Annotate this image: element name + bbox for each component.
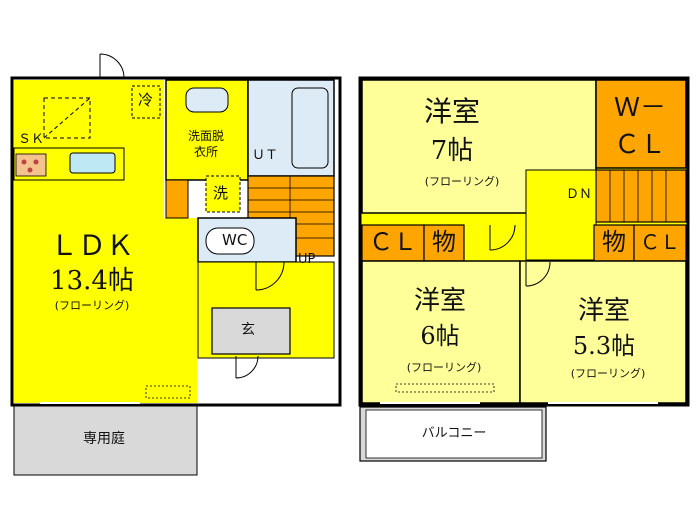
wcl-label-line2: ＣＬ — [613, 130, 667, 160]
wcl-label-line1: Ｗ－ — [613, 93, 667, 123]
bedroom-left-name: 洋室 — [413, 286, 467, 316]
walk-in-closet — [595, 79, 687, 169]
closet-mono-2-label: 物 — [602, 228, 626, 256]
ldk-dashed-storage — [43, 97, 91, 139]
ldk-room-lower — [164, 218, 197, 403]
closet-cl-1-label: ＣＬ — [369, 228, 417, 256]
refrigerator-label: 冷 — [138, 91, 154, 109]
bedroom-left-door — [489, 224, 516, 251]
burner-1 — [21, 159, 27, 165]
closet-cl-2 — [633, 224, 687, 262]
ldk-top-door — [99, 53, 125, 79]
kitchen-sink — [69, 152, 116, 174]
ldk-floor: (フローリング) — [54, 299, 130, 312]
closet-mono-1-label: 物 — [432, 228, 456, 256]
bedroom-left — [361, 260, 521, 404]
floor2-stair-treads — [609, 170, 667, 222]
stairs-down-label: ＤＮ — [566, 187, 593, 202]
private-yard — [13, 404, 198, 476]
toilet-bowl — [205, 227, 255, 255]
bedroom-main-floor: (フローリング) — [424, 175, 500, 188]
yard-label: 専用庭 — [83, 431, 125, 447]
stairs-up-label: UP — [298, 252, 316, 267]
ldk-room — [14, 80, 164, 403]
entrance-door — [235, 355, 259, 379]
entrance — [211, 307, 291, 355]
ldk-size: 13.4帖 — [50, 266, 134, 296]
stove-cell — [15, 153, 47, 177]
bedroom-right-door — [525, 261, 551, 287]
floor1-storage-1 — [165, 179, 189, 219]
bedroom-main-size: 7帖 — [430, 136, 474, 166]
floor2-staircase — [595, 169, 687, 223]
bedroom-right-name: 洋室 — [577, 296, 631, 326]
sink-label: ＳＫ — [18, 132, 45, 147]
balcony-label: バルコニー — [421, 426, 487, 441]
ldk-floor-vent — [145, 385, 191, 399]
floor2-hall — [525, 169, 597, 261]
burner-3 — [27, 167, 33, 173]
bedroom-right-size: 5.3帖 — [572, 332, 636, 360]
washer-label: 洗 — [213, 184, 229, 202]
bedroom-left-vent — [395, 383, 495, 393]
toilet-label: WC — [222, 231, 248, 249]
wash-basin — [185, 87, 229, 113]
entrance-label: 玄 — [241, 322, 255, 338]
bedroom-right-floor: (フローリング) — [570, 367, 646, 380]
closet-cl-2-label: ＣＬ — [640, 230, 680, 254]
hall-door — [255, 261, 285, 291]
balcony-inner — [365, 409, 543, 459]
bedroom-left-size: 6帖 — [420, 322, 460, 350]
bath-label: ＵＴ — [252, 148, 279, 163]
washer-space — [205, 175, 241, 213]
ldk-dashed-diagonal — [43, 97, 91, 139]
burner-2 — [33, 159, 39, 165]
bedroom-left-floor: (フローリング) — [406, 361, 482, 374]
washroom-label-line1: 洗面脱 — [187, 129, 225, 143]
ldk-name: ＬＤＫ — [49, 229, 135, 262]
bedroom-right — [519, 260, 687, 404]
bathtub — [291, 87, 329, 169]
washroom-label-line2: 衣所 — [193, 145, 219, 159]
bedroom-main-name: 洋室 — [423, 95, 481, 128]
